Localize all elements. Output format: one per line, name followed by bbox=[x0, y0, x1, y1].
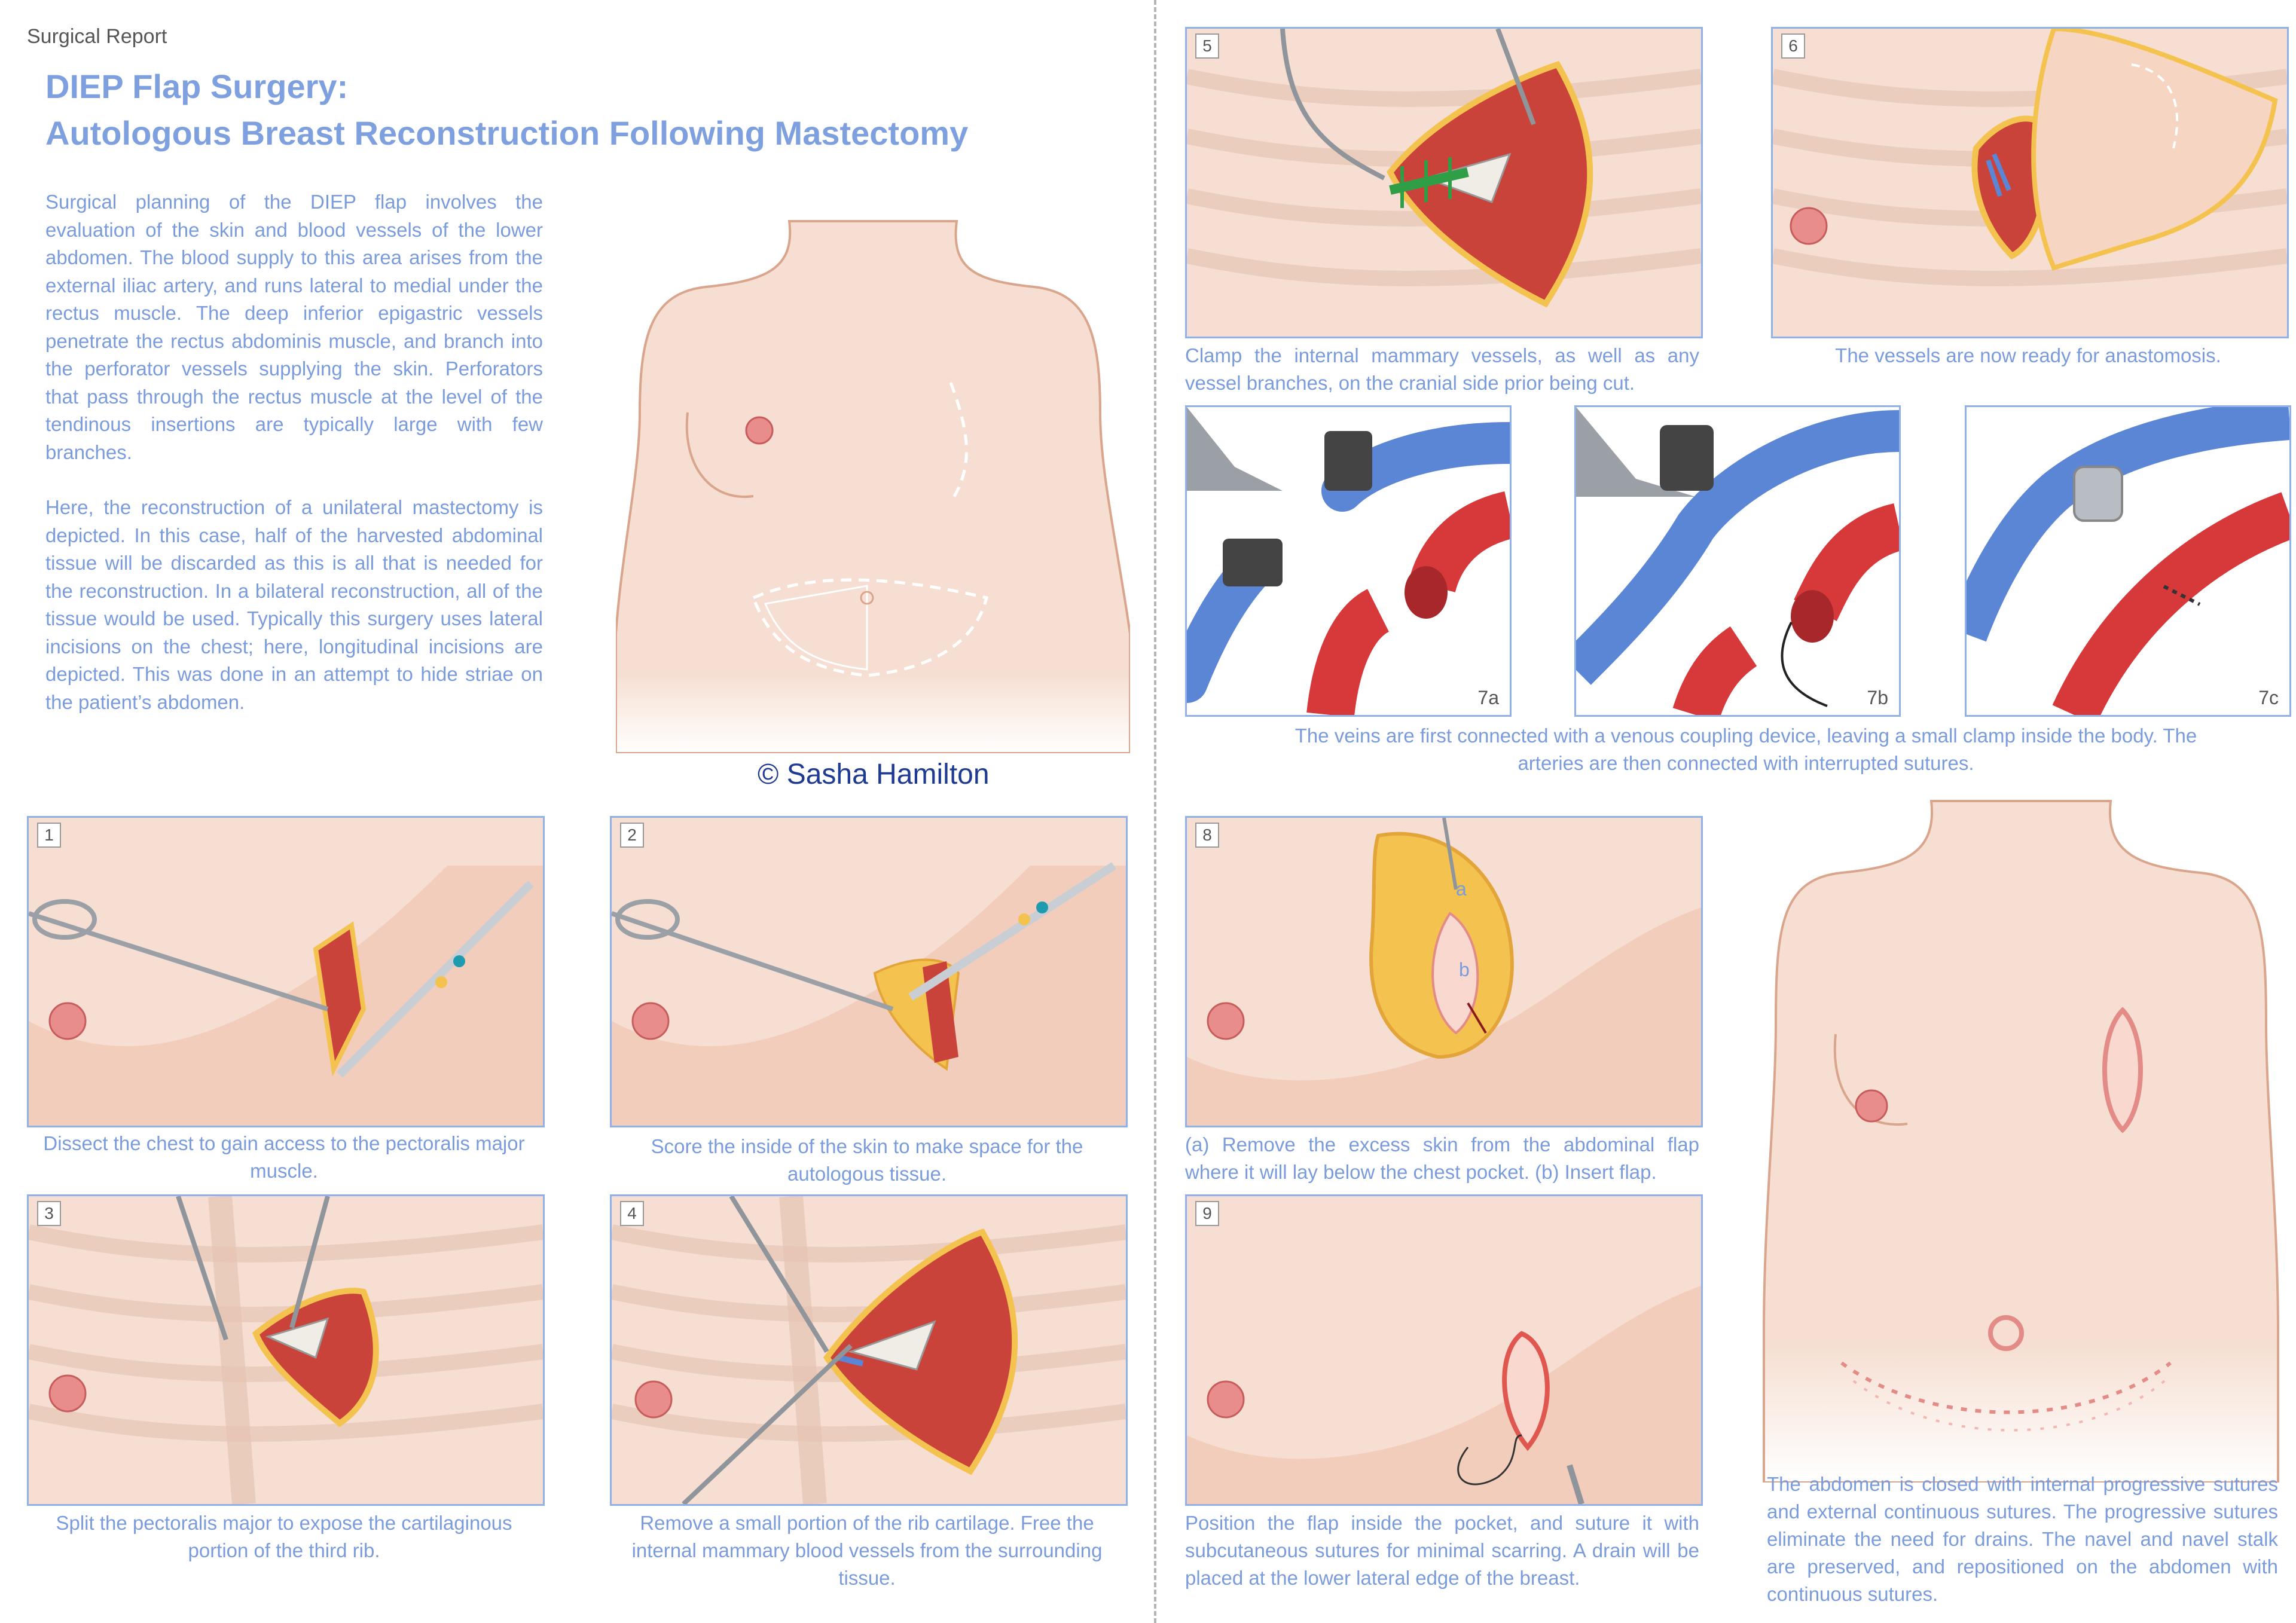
panel-sub-label: 7b bbox=[1867, 687, 1888, 708]
panel-3: 3 bbox=[27, 1194, 545, 1506]
final-torso-illustration bbox=[1763, 800, 2279, 1483]
panel-9-caption: Position the flap inside the pocket, and… bbox=[1185, 1512, 1699, 1589]
panel-1: 1 bbox=[27, 816, 545, 1127]
final-caption: The abdomen is closed with internal prog… bbox=[1767, 1473, 2278, 1605]
panel-9-illustration bbox=[1187, 1286, 1701, 1504]
panel-6-illustration bbox=[1773, 29, 2287, 286]
panel-7b: 7b bbox=[1574, 405, 1901, 717]
panel-number: 8 bbox=[1195, 823, 1219, 848]
panel-2-caption: Score the inside of the skin to make spa… bbox=[651, 1135, 1083, 1185]
page-title-line1: DIEP Flap Surgery: bbox=[45, 68, 349, 105]
copyright: © Sasha Hamilton bbox=[758, 759, 990, 790]
page-divider bbox=[1154, 0, 1156, 1623]
panel-5: 5 bbox=[1185, 27, 1703, 338]
panel-8-caption: (a) Remove the excess skin from the abdo… bbox=[1185, 1133, 1699, 1183]
panel-6: 6 bbox=[1771, 27, 2289, 338]
panel-4-caption: Remove a small portion of the rib cartil… bbox=[631, 1512, 1103, 1589]
panel-2-illustration bbox=[612, 862, 1126, 1126]
panel-7c: 7c bbox=[1965, 405, 2291, 717]
page-title-line2: Autologous Breast Reconstruction Followi… bbox=[45, 114, 969, 152]
panel-number: 9 bbox=[1195, 1201, 1219, 1226]
panel-3-illustration bbox=[29, 1196, 543, 1504]
panel-number: 2 bbox=[620, 823, 644, 848]
panel-5-caption: Clamp the internal mammary vessels, as w… bbox=[1185, 344, 1699, 394]
panel-6-caption: The vessels are now ready for anastomosi… bbox=[1835, 344, 2221, 366]
panel-9: 9 bbox=[1185, 1194, 1703, 1506]
panel-7a-illustration bbox=[1187, 407, 1510, 715]
panel-number: 4 bbox=[620, 1201, 644, 1226]
panel-sub-label: 7c bbox=[2258, 687, 2279, 708]
panel-number: 3 bbox=[37, 1201, 61, 1226]
report-label: Surgical Report bbox=[27, 25, 167, 48]
intro-paragraph-1: Surgical planning of the DIEP flap invol… bbox=[45, 191, 543, 463]
panel-8: a b 8 bbox=[1185, 816, 1703, 1127]
panel-7b-illustration bbox=[1576, 407, 1899, 715]
panel-3-caption: Split the pectoralis major to expose the… bbox=[56, 1512, 512, 1561]
torso-illustration bbox=[616, 220, 1130, 753]
panel-7c-illustration bbox=[1967, 407, 2289, 715]
panel-4: 4 bbox=[610, 1194, 1128, 1506]
panel-sub-label: 7a bbox=[1477, 687, 1499, 708]
panel-4-illustration bbox=[612, 1196, 1126, 1504]
panel-1-caption: Dissect the chest to gain access to the … bbox=[43, 1132, 525, 1182]
panel-8-illustration: a b bbox=[1187, 818, 1701, 1126]
panel-1-illustration bbox=[29, 866, 543, 1126]
intro-paragraph-2: Here, the reconstruction of a unilateral… bbox=[45, 496, 543, 713]
panel-number: 6 bbox=[1781, 33, 1805, 59]
panel-number: 5 bbox=[1195, 33, 1219, 59]
panel-7-caption: The veins are first connected with a ven… bbox=[1294, 725, 2197, 774]
intro-text: Surgical planning of the DIEP flap invol… bbox=[45, 188, 543, 744]
panel-number: 1 bbox=[37, 823, 61, 848]
panel-7a: 7a bbox=[1185, 405, 1512, 717]
label-a: a bbox=[1456, 878, 1467, 900]
label-b: b bbox=[1459, 959, 1470, 980]
panel-2: 2 bbox=[610, 816, 1128, 1127]
panel-5-illustration bbox=[1187, 29, 1701, 308]
